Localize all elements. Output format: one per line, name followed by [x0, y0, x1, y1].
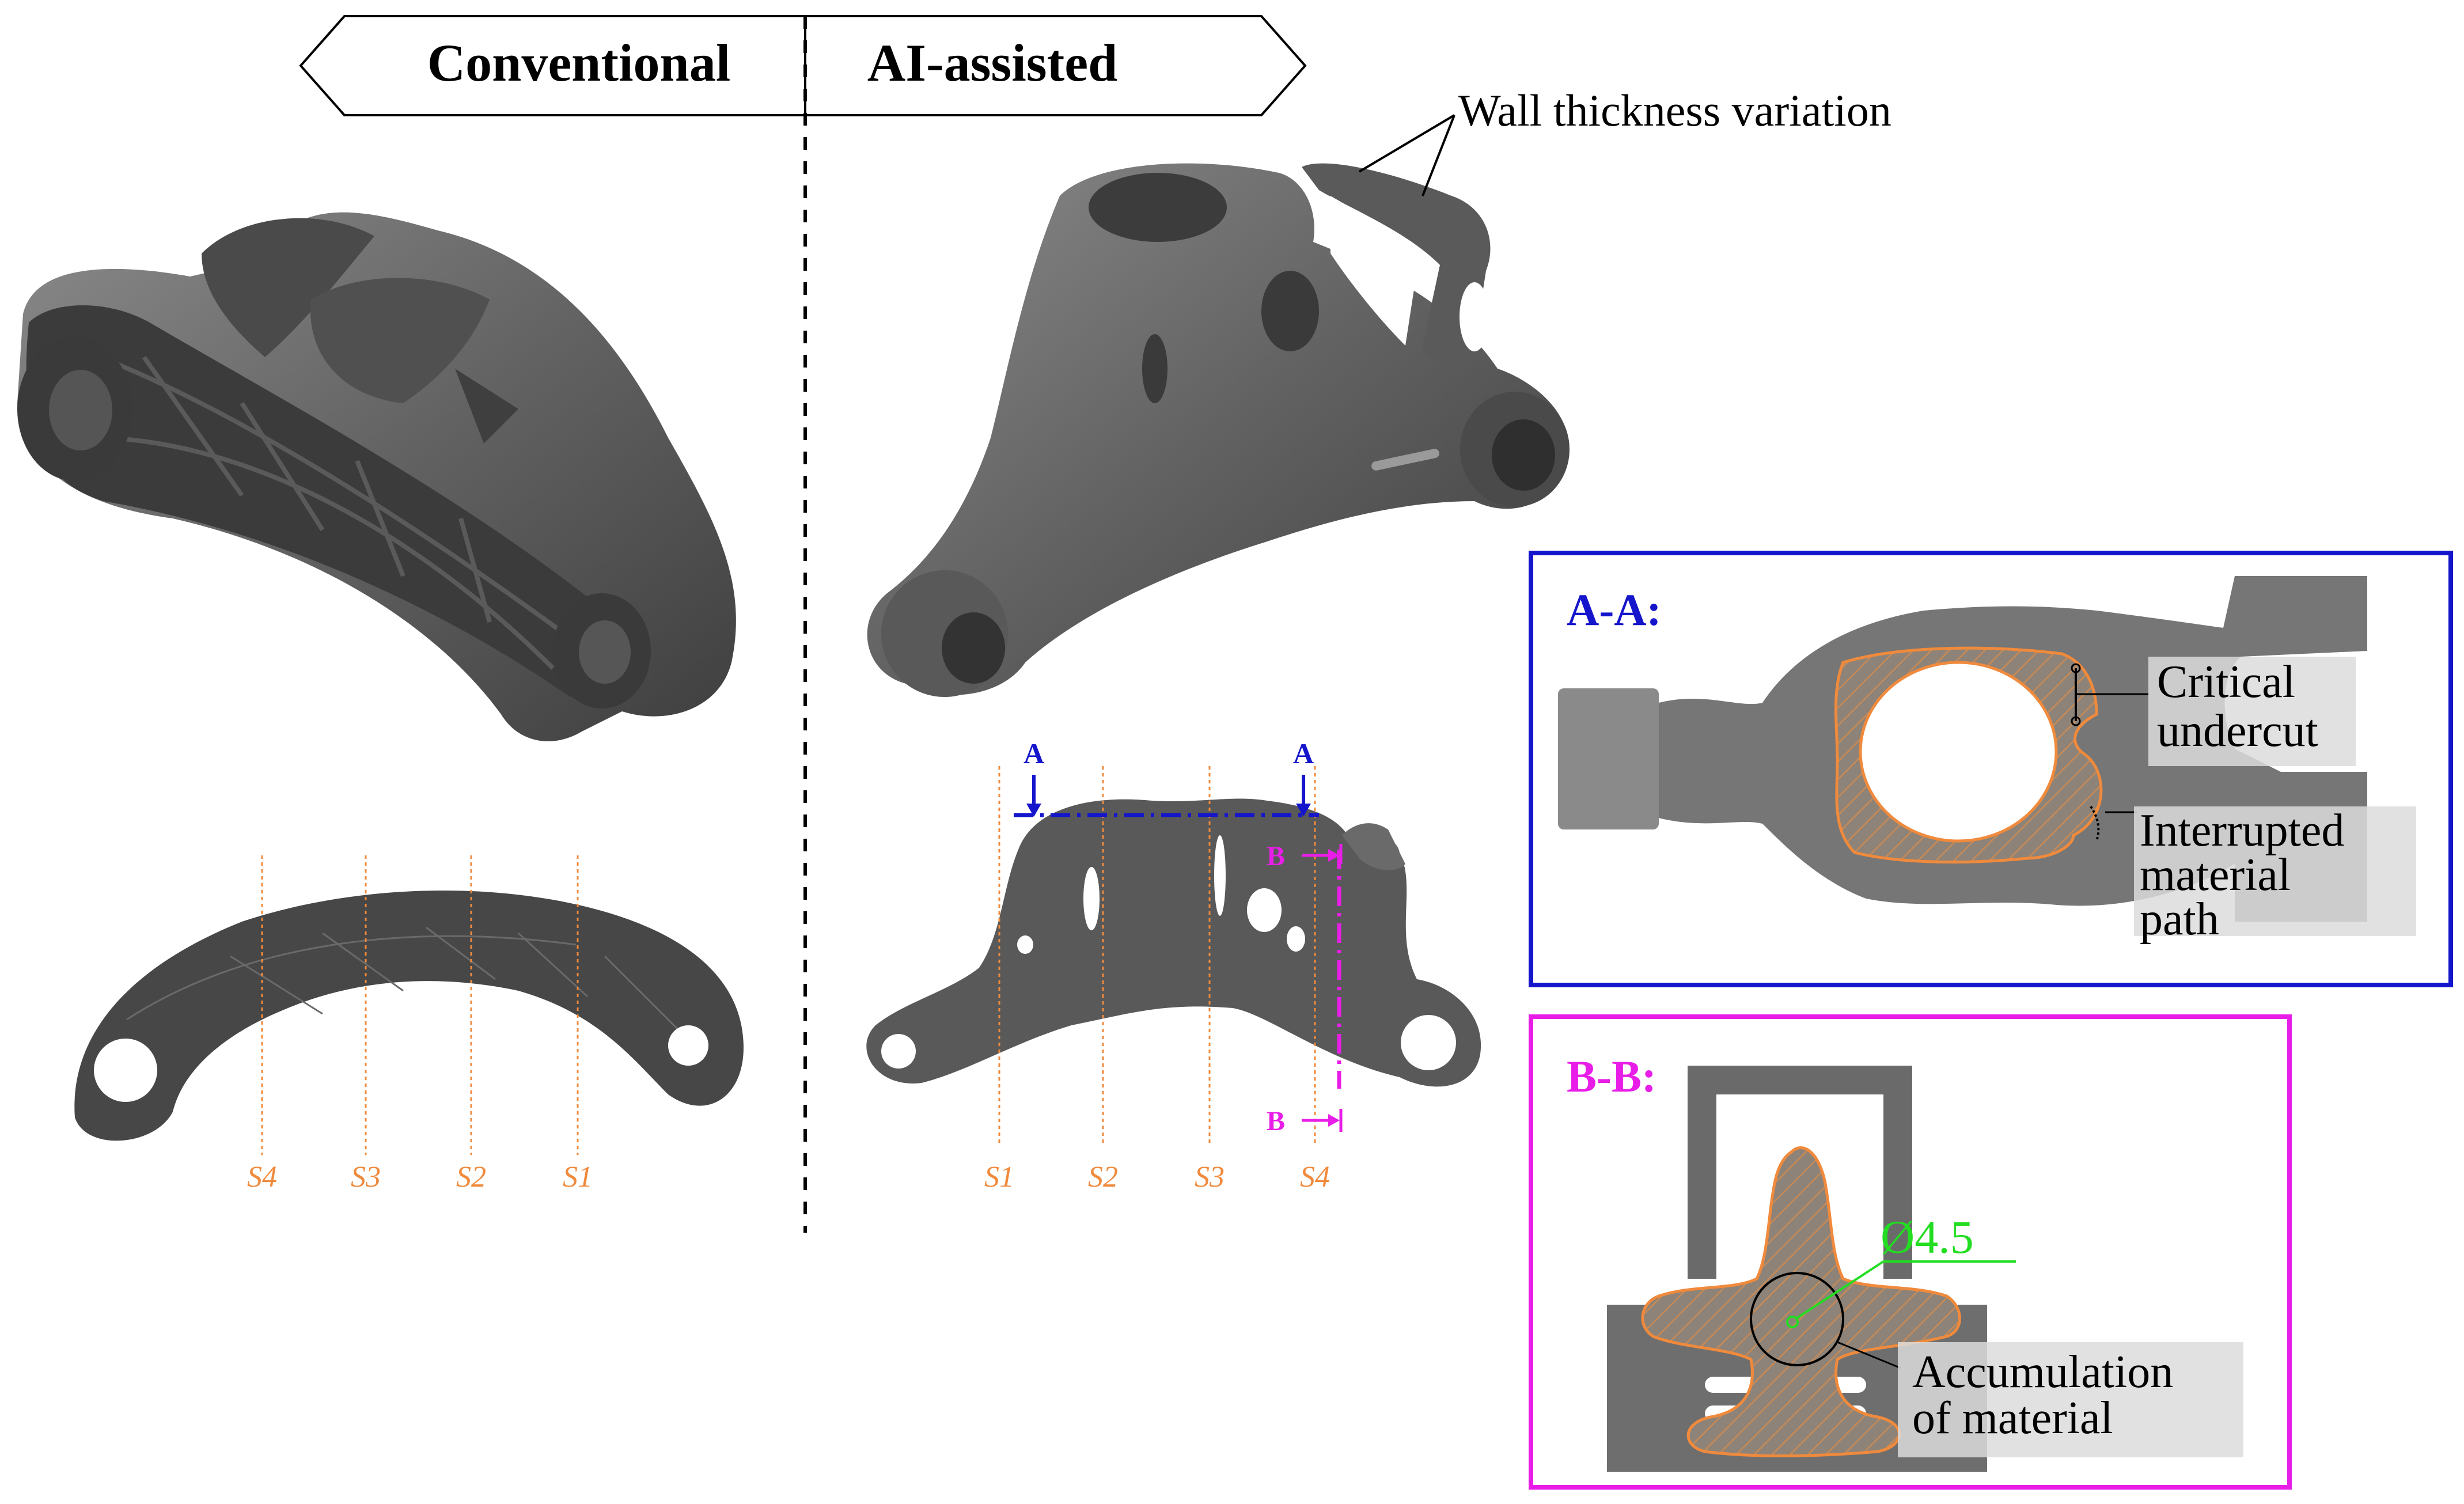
aa-section-panel: A-A: Critical undercut Interrupted mater… [1529, 551, 2453, 987]
bb-dim-circle [1786, 1316, 1799, 1328]
aa-left-boss [1558, 688, 1659, 829]
header-ai-label: AI-assisted [867, 33, 1117, 92]
aa-cut-markers: A A [1014, 737, 1319, 817]
aa-interrupted-line1: Interrupted [2140, 805, 2344, 856]
aa-left-letter: A [1023, 737, 1044, 770]
aa-left-arrowhead [1026, 804, 1041, 817]
header-banner: Conventional AI-assisted [299, 15, 1307, 116]
bb-hatched-section [1641, 1146, 1961, 1457]
conv-section-label-s3: S3 [351, 1161, 381, 1194]
conv-pocket-2 [310, 278, 490, 403]
ai-section-lines [998, 766, 1316, 1143]
conv-rib-face [26, 305, 612, 697]
aa-interrupted-line3: path [2140, 894, 2219, 945]
bb-section-panel: B-B: Ø4.5 Accumulation of material [1529, 1014, 2292, 1490]
conv-left-hole [49, 370, 112, 450]
conv-side-left-hole [94, 1039, 157, 1102]
wall-thickness-leader-2 [1421, 115, 1455, 196]
aa-right-arrowhead [1296, 804, 1311, 817]
aa-undercut-line1: Critical [2157, 657, 2295, 707]
ai-side-slot-2 [1214, 835, 1226, 916]
conv-side-ribs [126, 926, 681, 1032]
conv-right-hole [579, 620, 631, 684]
ai-side-window-2 [1287, 926, 1305, 952]
conv-side-body [74, 891, 744, 1141]
ai-iso-window [1460, 282, 1489, 351]
bb-bottom-arrowhead [1328, 1114, 1340, 1127]
ai-side-window-1 [1247, 888, 1282, 932]
aa-undercut-line2: undercut [2157, 706, 2318, 756]
wall-thickness-text: Wall thickness variation [1458, 85, 1891, 135]
aa-interrupted-label-bg [2134, 806, 2416, 936]
ai-section-label-s1: S1 [984, 1161, 1014, 1194]
ai-iso-right-hole [1492, 419, 1555, 491]
aa-bore [1859, 661, 2058, 843]
ai-iso-arch-gap [1330, 196, 1417, 346]
conv-pocket-3 [455, 369, 518, 444]
bb-bottom-letter: B [1267, 1106, 1285, 1136]
bb-accumulation-label-bg [1898, 1342, 2243, 1457]
ai-side-view [866, 798, 1481, 1087]
ai-side-horn [1342, 823, 1405, 870]
ai-part-iso [867, 163, 1570, 697]
conv-ribs [68, 343, 566, 670]
conv-section-label-s2: S2 [456, 1161, 486, 1194]
ai-side-window-3 [1017, 935, 1033, 954]
bb-panel-title: B-B: [1567, 1051, 1656, 1101]
header-left-arrow [299, 15, 806, 116]
ai-section-label-s2: S2 [1088, 1161, 1118, 1194]
conv-section-label-s4: S4 [247, 1161, 277, 1194]
aa-undercut-dot-top [2071, 663, 2081, 673]
ai-side-left-hole [881, 1034, 916, 1069]
bb-cut-markers: B B [1267, 841, 1343, 1136]
bb-top-arrowhead [1328, 849, 1340, 862]
conventional-part-iso [17, 212, 736, 741]
conventional-side-view [74, 891, 744, 1141]
ai-side-body [866, 798, 1481, 1087]
bb-accumulation-circle [1750, 1272, 1844, 1366]
aa-right-letter: A [1293, 737, 1314, 770]
ai-iso-slot-1 [1142, 334, 1167, 403]
aa-interrupted-line2: material [2140, 850, 2291, 900]
conv-side-right-hole [668, 1025, 708, 1066]
ai-iso-slot-2 [1261, 271, 1319, 351]
ai-section-labels: S1 S2 S3 S4 [984, 1161, 1330, 1194]
bb-accumulation-line1: Accumulation [1912, 1347, 2173, 1397]
ai-iso-pin [1371, 449, 1439, 471]
bb-arch [1688, 1066, 1912, 1279]
wall-thickness-annotation: Wall thickness variation [1358, 85, 1891, 196]
wall-thickness-leader-1 [1358, 114, 1455, 173]
ai-side-slot-1 [1083, 867, 1100, 930]
conv-section-labels: S4 S3 S2 S1 [247, 1161, 593, 1194]
bb-top-letter: B [1267, 841, 1285, 872]
bb-dim-leader [1796, 1260, 1885, 1319]
ai-iso-left-hole [942, 612, 1005, 684]
conv-section-lines [261, 855, 579, 1155]
header-conventional-label: Conventional [427, 33, 731, 92]
bb-diameter-text: Ø4.5 [1881, 1211, 1974, 1263]
conv-pocket-1 [202, 218, 374, 357]
bb-accumulation-line2: of material [1912, 1393, 2113, 1444]
bb-accumulation-leader [1837, 1341, 1901, 1369]
ai-section-label-s4: S4 [1300, 1161, 1330, 1194]
aa-undercut-label-bg [2148, 657, 2356, 766]
aa-interrupted-mark [2090, 805, 2100, 842]
aa-panel-title: A-A: [1567, 585, 1662, 635]
ai-iso-top-opening [1089, 173, 1227, 242]
conv-section-label-s1: S1 [563, 1161, 593, 1194]
ai-iso-arch [1302, 163, 1491, 363]
ai-section-label-s3: S3 [1195, 1161, 1225, 1194]
aa-undercut-dot-bottom [2071, 716, 2081, 726]
ai-side-right-hole [1401, 1015, 1456, 1070]
